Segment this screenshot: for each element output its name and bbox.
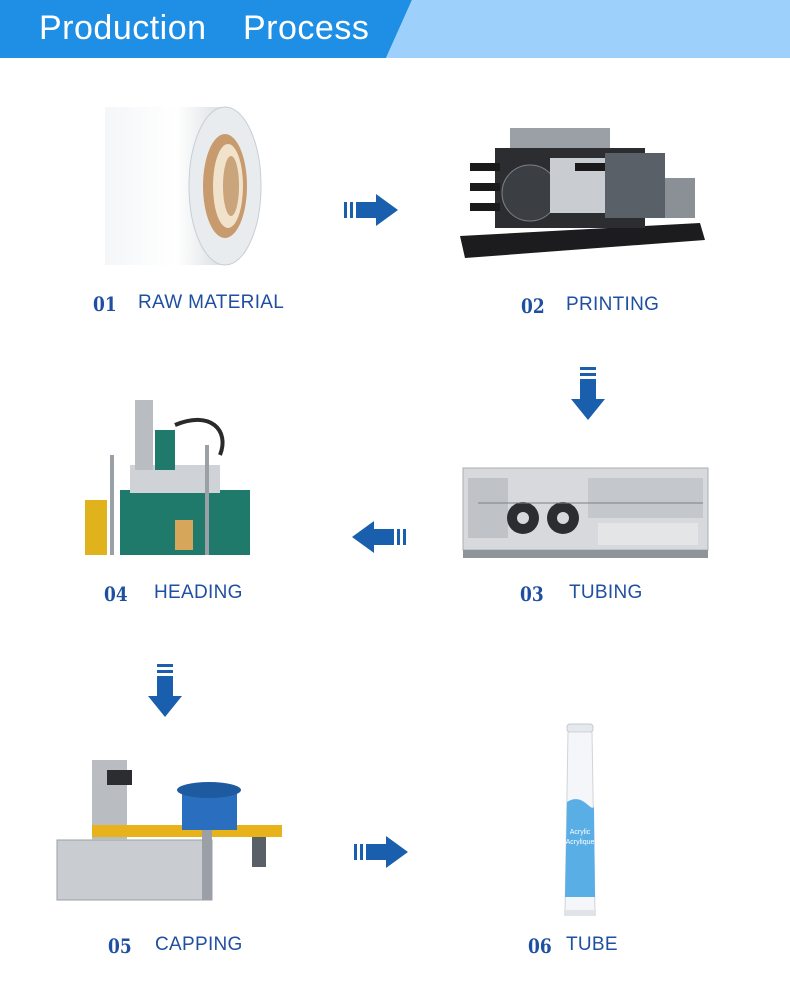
step-number: 02: [521, 294, 545, 318]
header-banner: Production Process: [0, 0, 790, 58]
printing-machine-image: [460, 128, 705, 258]
step-label: TUBING: [569, 582, 643, 603]
step-number: 03: [520, 582, 544, 606]
raw-material-roll-image: [105, 106, 262, 266]
step-label: PRINTING: [566, 294, 660, 315]
tubing-machine-image: [462, 467, 709, 558]
step-label: TUBE: [566, 934, 618, 955]
step-number: 05: [108, 934, 132, 958]
step-number: 06: [528, 934, 552, 958]
header-band-dark: [0, 0, 412, 58]
tube-product-image: Acrylic Acrylique: [564, 723, 596, 916]
arrow-right-icon: [344, 194, 398, 226]
tube-text-1: Acrylic: [570, 829, 591, 836]
step-number: 01: [93, 292, 117, 316]
header-band-light: [386, 0, 790, 58]
arrow-right-icon: [354, 836, 408, 868]
page-title-word2: Process: [243, 9, 370, 47]
arrow-down-icon: [571, 367, 605, 420]
heading-machine-image: [85, 400, 250, 555]
capping-machine-image: [56, 760, 282, 901]
step-label: CAPPING: [155, 934, 243, 955]
step-number: 04: [104, 582, 128, 606]
step-label: RAW MATERIAL: [138, 292, 285, 313]
step-label: HEADING: [154, 582, 243, 603]
arrow-left-icon: [352, 521, 406, 553]
tube-text-2: Acrylique: [566, 839, 595, 846]
page-title-word1: Production: [39, 9, 207, 47]
arrow-down-icon: [148, 664, 182, 717]
